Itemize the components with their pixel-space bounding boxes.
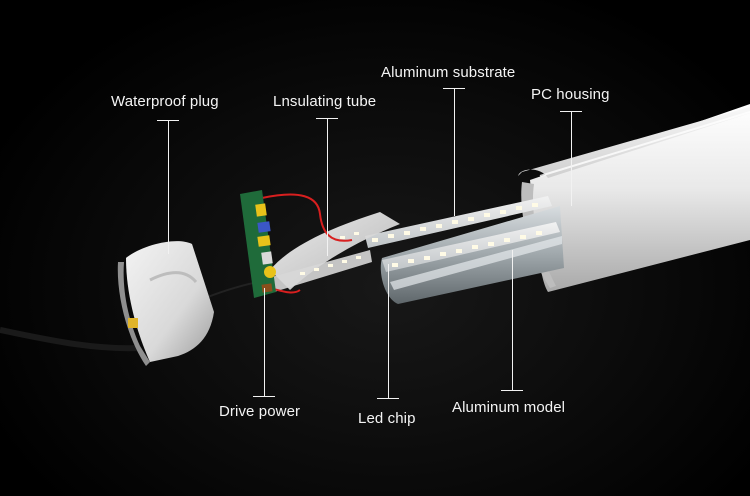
leader-drive-power-cap <box>253 396 275 397</box>
leader-led-chip-cap <box>377 398 399 399</box>
leader-aluminum-model-cap <box>501 390 523 391</box>
label-drive-power: Drive power <box>219 403 301 420</box>
leader-drive-power <box>264 288 265 396</box>
plug-connector <box>128 318 138 328</box>
leader-aluminum-model <box>512 250 513 390</box>
label-aluminum-substrate: Aluminum substrate <box>381 64 516 81</box>
leader-waterproof-plug <box>168 120 169 254</box>
leader-pc-housing <box>571 111 572 206</box>
label-pc-housing: PC housing <box>531 86 610 103</box>
leader-aluminum-substrate <box>454 88 455 216</box>
label-insulating-tube: Lnsulating tube <box>273 93 377 110</box>
waterproof-plug <box>117 241 214 366</box>
leader-led-chip <box>388 264 389 398</box>
led-chips <box>372 203 542 267</box>
label-waterproof-plug: Waterproof plug <box>111 93 219 110</box>
drive-power-board <box>240 190 276 298</box>
label-aluminum-model: Aluminum model <box>452 399 566 416</box>
insulating-tube <box>268 212 400 292</box>
power-cable <box>0 327 141 352</box>
leader-insulating-tube <box>327 118 328 256</box>
label-led-chip: Led chip <box>358 410 416 427</box>
red-wire <box>261 193 353 242</box>
